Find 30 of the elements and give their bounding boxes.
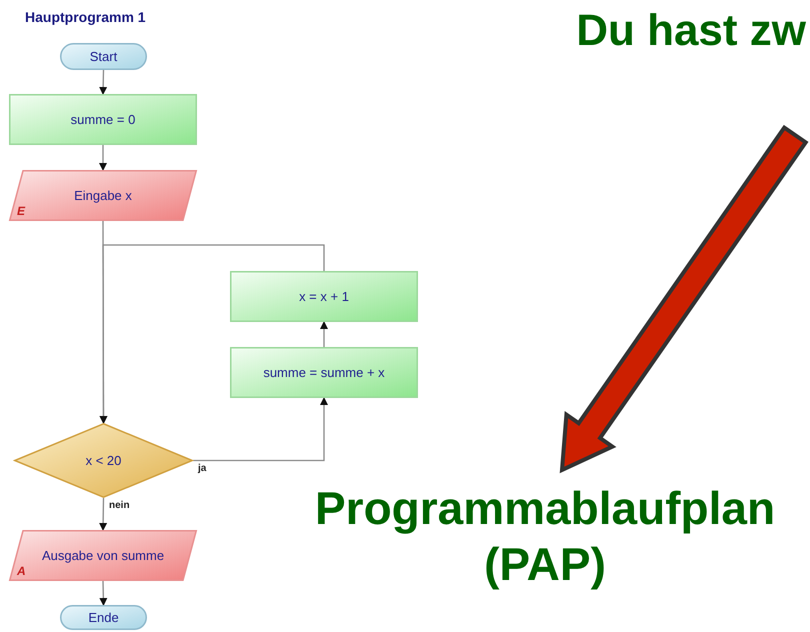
arrow [99, 70, 108, 95]
node-label: Eingabe x [74, 188, 132, 203]
arrow [193, 397, 328, 462]
process-box [230, 271, 418, 322]
edge-label: ja [197, 463, 208, 475]
node-label: summe = 0 [70, 112, 136, 127]
node-label: Start [90, 49, 118, 64]
diagram-title: Hauptprogramm 1 [25, 9, 146, 25]
process-box [230, 347, 418, 398]
block-arrow [560, 124, 808, 474]
symbol-letter: E [17, 204, 26, 218]
node-label: x < 20 [86, 453, 122, 468]
symbol-letter: A [17, 564, 26, 578]
node-label: x = x + 1 [299, 289, 349, 304]
arrow [99, 498, 108, 531]
arrow [99, 244, 325, 424]
slide-heading: Du hast zw [576, 6, 806, 56]
node-label: Ausgabe von summe [42, 548, 164, 563]
input-parallelogram [9, 170, 197, 221]
node-label: summe = summe + x [263, 365, 385, 380]
output-parallelogram [9, 530, 197, 581]
end-terminal [60, 605, 147, 630]
arrow [99, 145, 107, 171]
process-box [9, 94, 197, 145]
arrow [320, 321, 328, 347]
start-terminal [60, 43, 147, 70]
node-label: Ende [88, 610, 119, 625]
slide-heading: Programmablaufplan (PAP) [315, 481, 775, 592]
decision-diamond [14, 423, 193, 498]
arrow [99, 580, 108, 606]
